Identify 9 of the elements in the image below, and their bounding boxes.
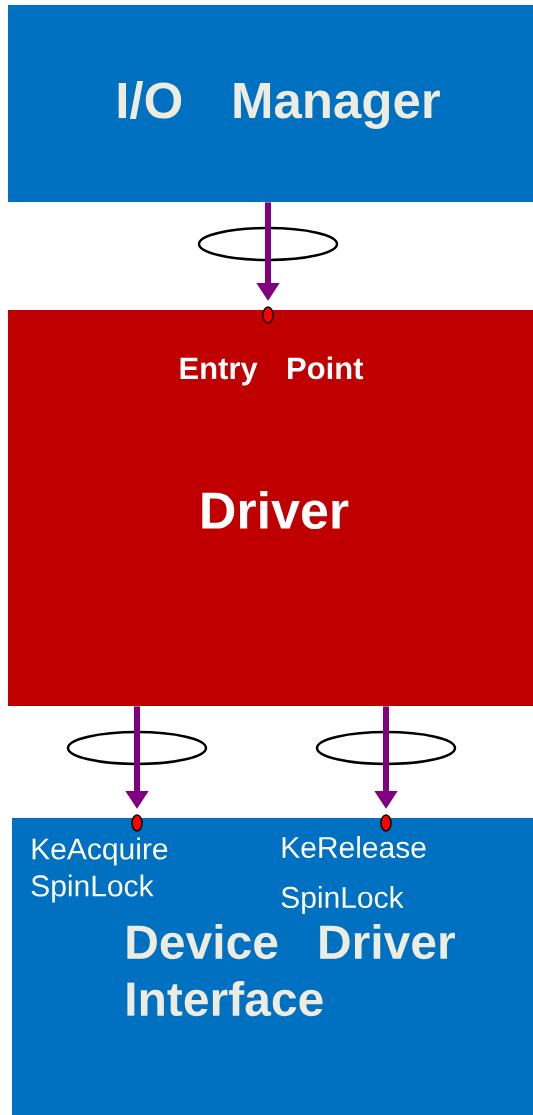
entry-point-label: Entry Point [180,356,364,386]
box-title: Driver [202,490,349,530]
process-box [8,5,533,202]
function-label: KeAcquire SpinLock [31,837,168,903]
box-title: Device Driver Interface [127,923,455,1017]
process-box [12,818,533,1115]
function-label: KeRelease SpinLock [281,836,426,914]
process-box [8,310,533,706]
box-title: I/O Manager [118,81,440,129]
